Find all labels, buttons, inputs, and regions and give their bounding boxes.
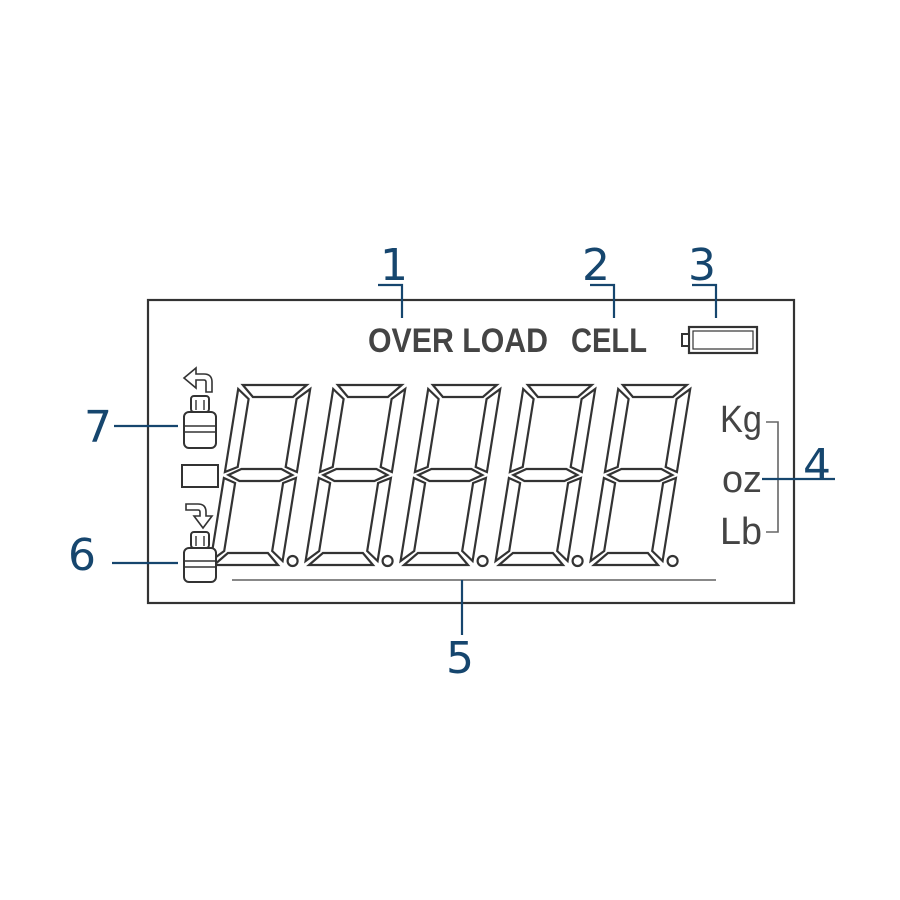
unit-kg: Kg xyxy=(720,399,762,441)
segment-a xyxy=(430,383,500,399)
segment-b xyxy=(379,386,407,474)
overload-label: OVER LOAD xyxy=(368,322,548,360)
decimal-point xyxy=(571,554,584,568)
callout-5: 5 xyxy=(446,633,474,684)
callout-7: 7 xyxy=(84,402,112,453)
segment-e xyxy=(589,476,617,564)
digit-group xyxy=(209,383,692,568)
segment-b xyxy=(284,386,312,474)
segment-g xyxy=(510,467,580,483)
segment-g xyxy=(320,467,390,483)
segment-c xyxy=(651,476,678,564)
segment-g xyxy=(415,467,485,483)
segment-d xyxy=(591,551,661,567)
battery-icon xyxy=(681,325,759,355)
callout-1: 1 xyxy=(380,240,408,291)
segment-c xyxy=(556,476,583,564)
callout-2: 2 xyxy=(582,240,610,291)
segment-d xyxy=(306,551,376,567)
leader-3 xyxy=(692,283,718,318)
segment-e xyxy=(494,476,522,564)
segment-g xyxy=(605,467,675,483)
cell-label: CELL xyxy=(571,322,647,360)
segment-f xyxy=(508,386,535,474)
decimal-point xyxy=(666,554,679,568)
decimal-point xyxy=(381,554,394,568)
segment-d xyxy=(401,551,471,567)
leader-1 xyxy=(378,283,404,318)
segment-a xyxy=(240,383,310,399)
leader-2 xyxy=(590,283,616,318)
segment-f xyxy=(223,386,250,474)
segment-e xyxy=(209,476,237,564)
segment-a xyxy=(525,383,595,399)
segment-g xyxy=(225,467,295,483)
callout-6: 6 xyxy=(68,530,96,581)
segment-c xyxy=(271,476,298,564)
weight-icon-lower xyxy=(183,531,217,583)
unit-bracket xyxy=(766,421,779,533)
unit-oz: oz xyxy=(722,459,762,501)
segment-b xyxy=(569,386,597,474)
segment-a xyxy=(620,383,690,399)
segment-a xyxy=(335,383,405,399)
weight-down-arrow-icon xyxy=(185,503,214,530)
unit-lb: Lb xyxy=(720,511,762,553)
segment-c xyxy=(366,476,393,564)
callout-3: 3 xyxy=(688,240,716,291)
segment-b xyxy=(474,386,502,474)
segment-f xyxy=(318,386,345,474)
segment-b xyxy=(664,386,692,474)
weight-up-arrow-icon xyxy=(182,366,213,393)
segment-c xyxy=(461,476,488,564)
segment-f xyxy=(413,386,440,474)
callout-4: 4 xyxy=(803,440,831,491)
segment-e xyxy=(304,476,332,564)
segment-e xyxy=(399,476,427,564)
square-indicator-icon xyxy=(181,464,219,488)
weight-icon-upper xyxy=(183,395,217,449)
segment-d xyxy=(211,551,281,567)
decimal-point xyxy=(286,554,299,568)
segment-f xyxy=(603,386,630,474)
segment-d xyxy=(496,551,566,567)
decimal-point xyxy=(476,554,489,568)
